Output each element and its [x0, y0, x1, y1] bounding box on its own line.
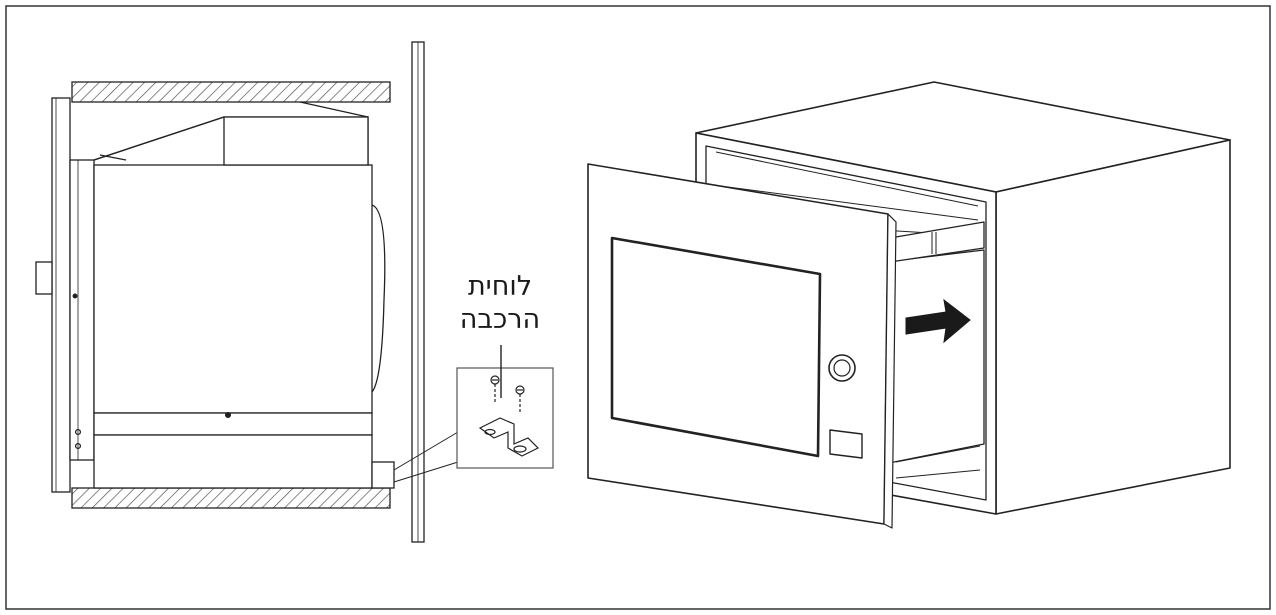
side-section-view — [35, 41, 459, 543]
door-window — [610, 236, 822, 458]
trim-frame-side — [51, 97, 71, 493]
cabinet-bottom-shelf — [71, 487, 391, 509]
lower-strip — [93, 412, 373, 436]
cabinet-top-shelf — [71, 81, 391, 103]
bottom-support — [93, 434, 373, 489]
microwave-body-side — [93, 164, 373, 414]
screw-icon — [515, 385, 525, 412]
isometric-view — [587, 81, 1231, 529]
mounting-plate-detail — [456, 345, 554, 469]
push-arrow-icon — [905, 298, 971, 344]
diagram-border — [5, 5, 1271, 610]
knob-side — [35, 261, 53, 295]
microwave-body — [883, 249, 985, 465]
door-button — [829, 429, 863, 459]
callout-label-line1: לוחית — [467, 271, 533, 302]
door-profile — [69, 159, 95, 461]
screw-icon — [490, 375, 500, 402]
callout-label-line2: הרכבה — [459, 304, 541, 335]
cabinet-right — [995, 139, 1231, 515]
